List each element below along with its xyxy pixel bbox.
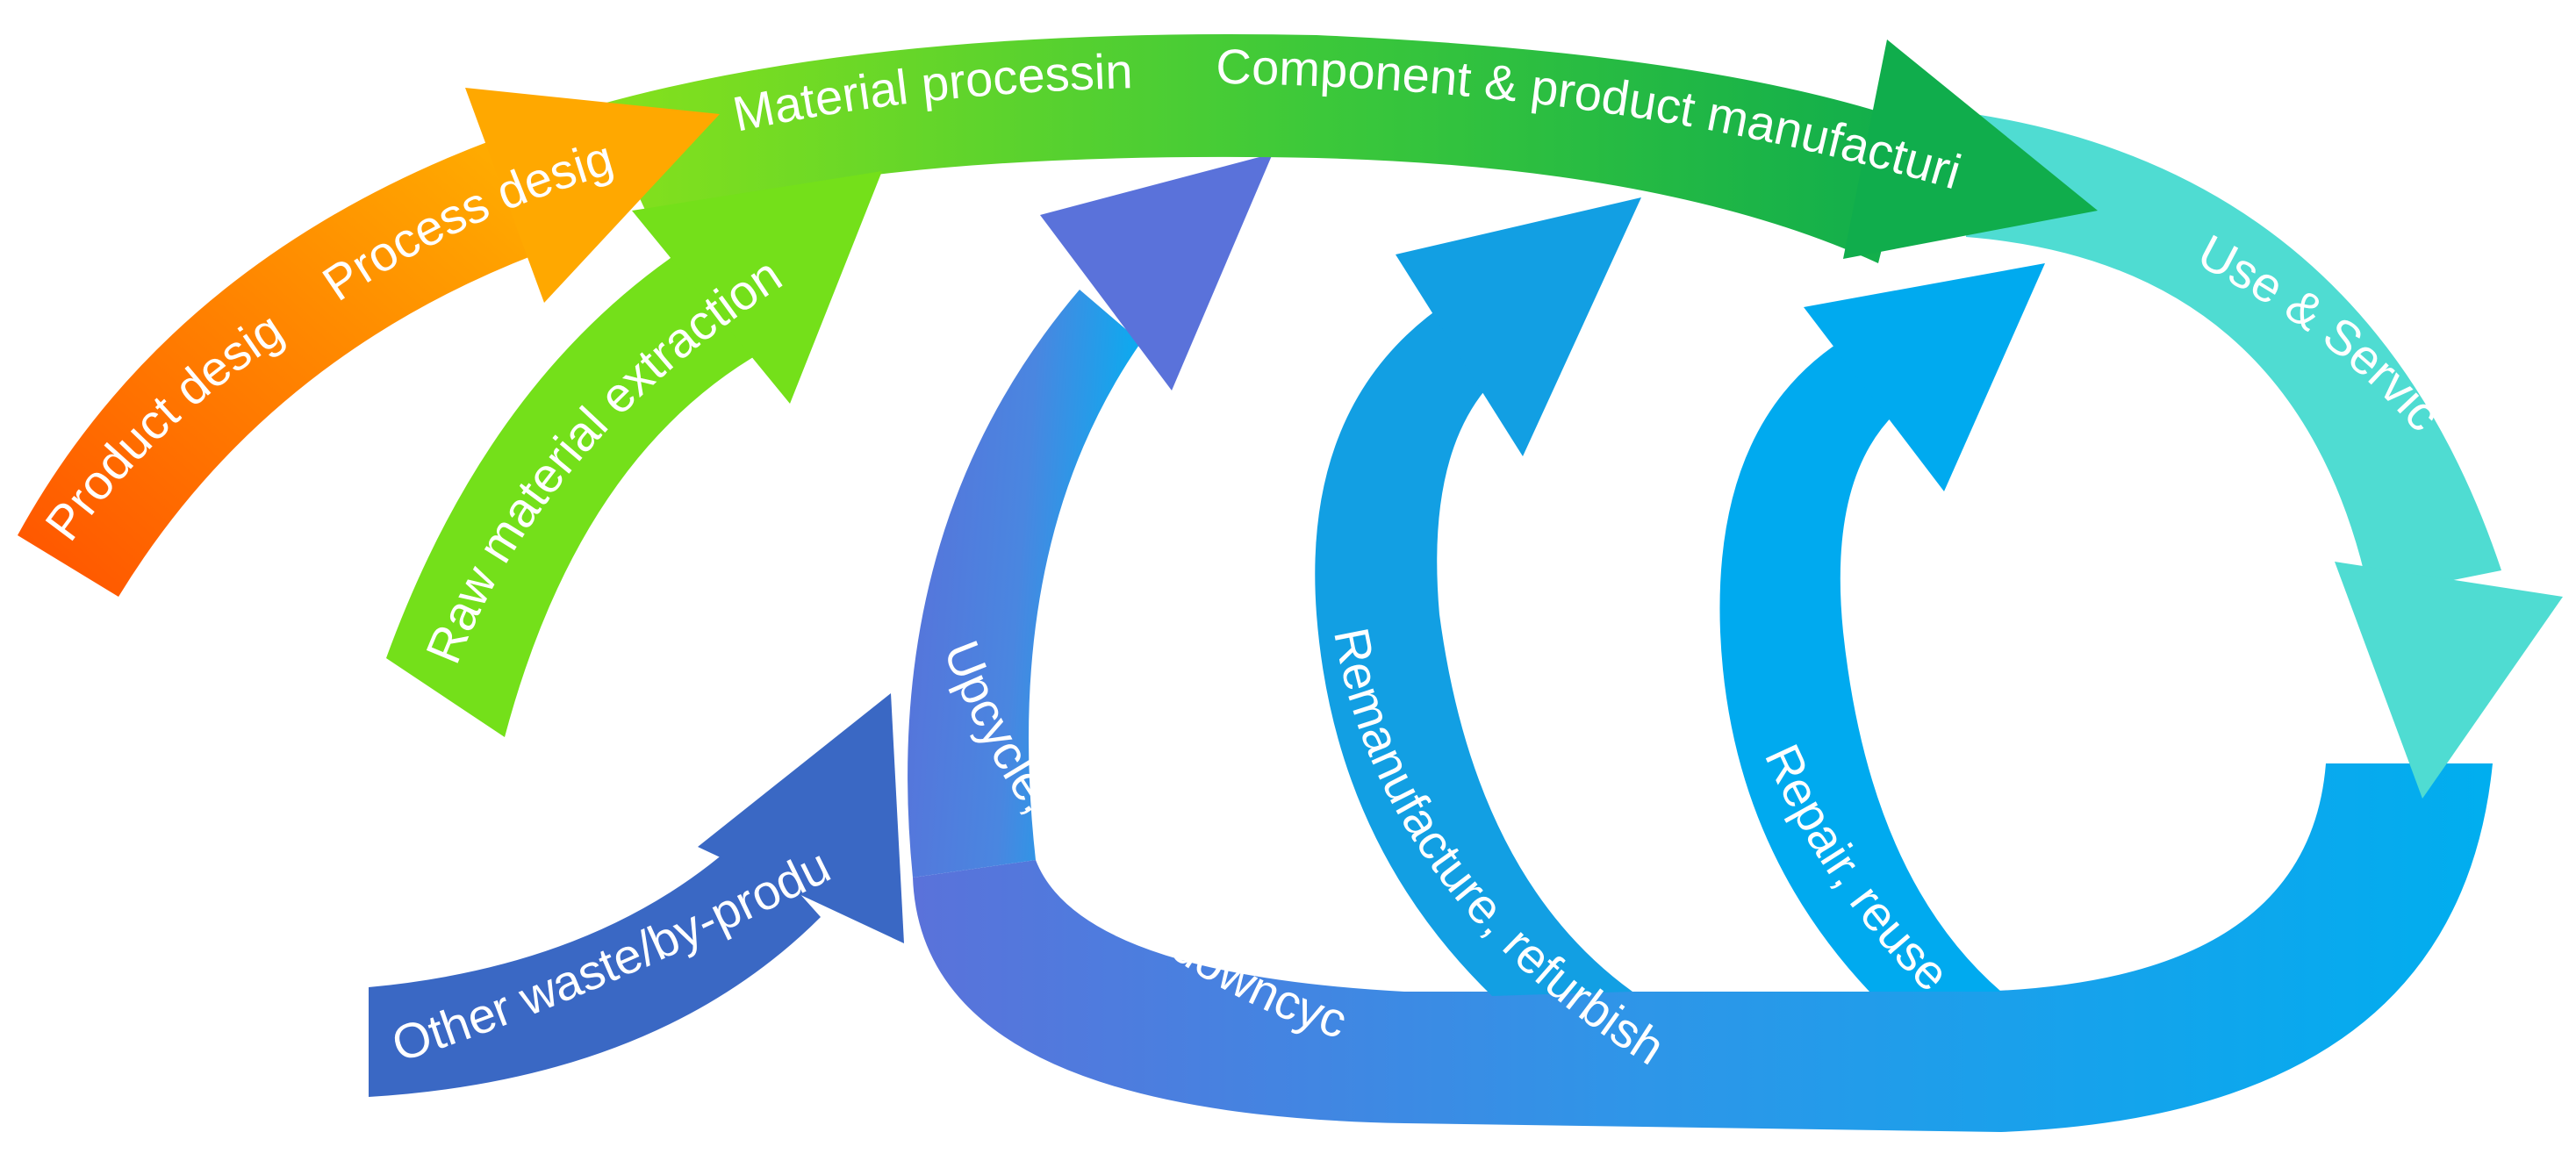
remanufacture-arrow xyxy=(1315,197,1641,996)
main-production-arrow xyxy=(597,34,2098,263)
design-arrow xyxy=(18,88,720,597)
upcycle-arrow xyxy=(908,154,1273,878)
repair-arrow xyxy=(1719,263,2045,992)
return-loop-band xyxy=(913,763,2493,1132)
raw-material-arrow xyxy=(386,171,882,737)
other-waste-arrow xyxy=(369,693,904,1097)
use-service-arrow xyxy=(1966,114,2563,799)
